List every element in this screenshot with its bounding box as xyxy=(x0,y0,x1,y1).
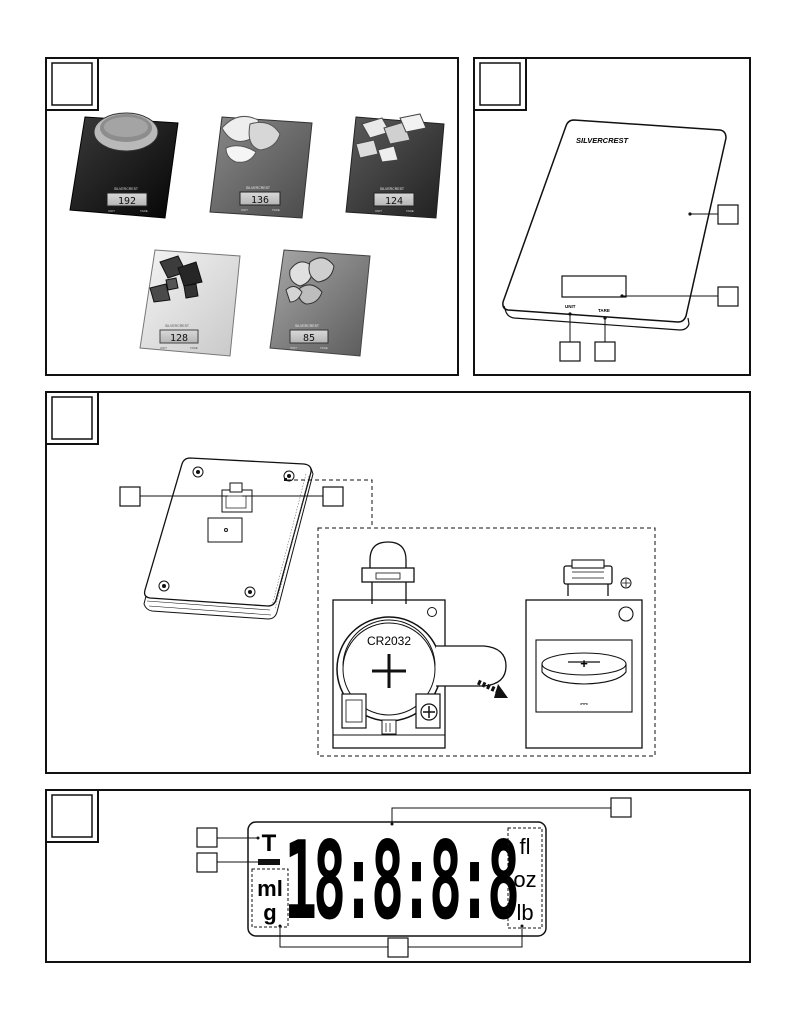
negative-indicator xyxy=(258,859,280,865)
scale-gray: 136 SILVERCREST UNIT TARE xyxy=(210,116,312,218)
callout-box-platform xyxy=(718,205,738,224)
unit-button-label: UNIT xyxy=(565,304,576,309)
scale-underside xyxy=(144,458,313,619)
battery-compartment-open: CR2032 xyxy=(333,542,508,748)
callout-box-negative-indicator xyxy=(197,853,217,872)
unit-button-label: UNIT xyxy=(241,208,248,212)
callout-box-tare-button xyxy=(595,342,615,361)
panel-3-number-slot xyxy=(52,397,92,439)
tare-button-label: TARE xyxy=(598,308,610,313)
tare-button-label: TARE xyxy=(140,209,148,213)
panel-4-number-slot xyxy=(52,795,92,837)
callout-box-tare-indicator xyxy=(197,828,217,847)
scale-dark: 124 SILVERCREST UNIT TARE xyxy=(346,114,444,218)
scale-brand: SILVERCREST xyxy=(246,186,271,190)
digit-segments: 18:8:8:8 xyxy=(284,819,517,944)
unit-button-label: UNIT xyxy=(290,346,297,350)
scale-reading: 128 xyxy=(170,333,188,344)
callout-box-digits xyxy=(611,798,631,817)
panel-2-number-slot xyxy=(480,63,520,105)
unit-ml-indicator: ml xyxy=(257,876,283,901)
dc-symbol: ⎓ xyxy=(580,699,588,710)
panel-1-frame xyxy=(46,58,458,375)
unit-button-label: UNIT xyxy=(375,209,382,213)
unit-button-label: UNIT xyxy=(108,209,115,213)
scale-reading: 136 xyxy=(251,195,269,206)
scale-brand: SILVERCREST xyxy=(295,324,320,328)
tare-button-label: TARE xyxy=(320,346,328,350)
tare-button-label: TARE xyxy=(190,346,198,350)
callout-box-units xyxy=(388,938,408,957)
tare-button-label: TARE xyxy=(272,208,280,212)
callout-box-battery-cover xyxy=(120,487,140,506)
scale-brand: SILVERCREST xyxy=(380,187,405,191)
battery-label: CR2032 xyxy=(367,634,411,648)
scale-white: 128 SILVERCREST UNIT TARE xyxy=(140,250,240,356)
panel-1-number-slot xyxy=(52,63,92,105)
panel-1: 192 SILVERCREST UNIT TARE 136 SILVERCRES… xyxy=(46,58,458,375)
battery-plus-symbol: + xyxy=(580,656,588,671)
battery-compartment-closed: + ⎓ xyxy=(526,560,642,748)
unit-fl-indicator: fl xyxy=(520,834,531,859)
unit-oz-indicator: oz xyxy=(513,867,536,892)
unit-lb-indicator: lb xyxy=(516,900,533,925)
scale-brand: SILVERCREST xyxy=(114,187,139,191)
tare-button-label: TARE xyxy=(406,209,414,213)
callout-box-compartment xyxy=(323,487,343,506)
scale-mid: 85 SILVERCREST UNIT TARE xyxy=(270,250,370,356)
panel-2: SILVERCREST UNIT TARE xyxy=(474,58,750,375)
scale-black: 192 SILVERCREST UNIT TARE xyxy=(70,113,178,218)
panel-4: T ml g 18:8:8:8 fl oz lb xyxy=(46,790,750,962)
scale-reading: 192 xyxy=(118,196,136,207)
scale-reading: 85 xyxy=(303,333,315,344)
scale-display xyxy=(562,276,626,297)
callout-box-unit-button xyxy=(560,342,580,361)
callout-box-display xyxy=(718,287,738,306)
unit-button-label: UNIT xyxy=(160,346,167,350)
scale-reading: 124 xyxy=(385,196,403,207)
tare-indicator: T xyxy=(262,830,277,857)
scale-brand: SILVERCREST xyxy=(576,136,630,145)
panel-3: CR2032 xyxy=(46,392,750,773)
scale-brand: SILVERCREST xyxy=(165,324,190,328)
unit-g-indicator: g xyxy=(263,900,276,925)
